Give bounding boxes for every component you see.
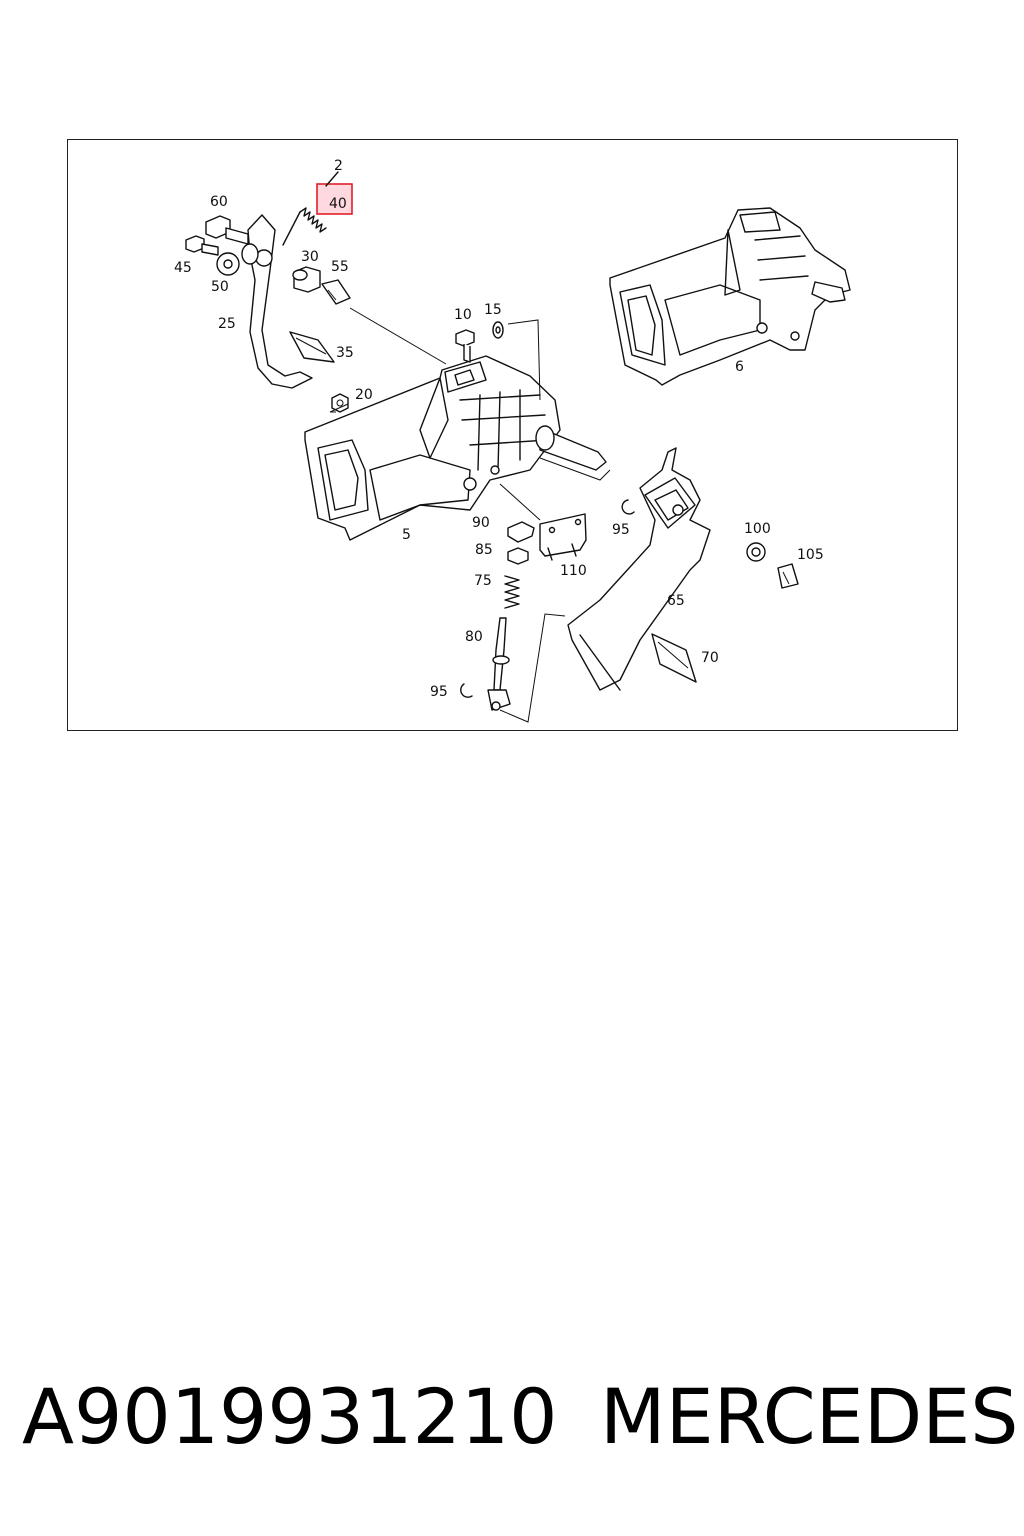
label-5: 5 [402, 527, 411, 543]
clip-95-lower [460, 683, 473, 698]
callout-labels: 2 40 60 45 50 30 55 25 35 10 15 20 5 6 9… [174, 158, 824, 700]
label-2: 2 [334, 158, 343, 174]
clip-90 [507, 521, 535, 543]
brand-name: MERCEDES [600, 1372, 1019, 1461]
label-95-upper: 95 [612, 522, 630, 538]
label-100: 100 [744, 521, 771, 537]
washer-100 [746, 542, 766, 562]
washer-50 [216, 252, 240, 276]
label-20: 20 [355, 387, 373, 403]
bolt-10 [455, 329, 475, 363]
label-25: 25 [218, 316, 236, 332]
part-number: A9019931210 [22, 1372, 558, 1461]
label-105: 105 [797, 547, 824, 563]
label-55: 55 [331, 259, 349, 275]
label-35: 35 [336, 345, 354, 361]
spring-75 [504, 575, 520, 609]
upper-pedal-lever [241, 214, 313, 389]
label-90: 90 [472, 515, 490, 531]
label-65: 65 [667, 593, 685, 609]
clip-95-upper [621, 499, 635, 515]
bracket-5 [304, 355, 561, 541]
bushing-30 [292, 266, 321, 293]
label-85: 85 [475, 542, 493, 558]
bracket-6 [609, 207, 851, 386]
label-95-lower: 95 [430, 684, 448, 700]
bolt-60 [205, 215, 249, 245]
label-10: 10 [454, 307, 472, 323]
label-110: 110 [560, 563, 587, 579]
nut-20 [331, 393, 349, 413]
label-75: 75 [474, 573, 492, 589]
label-15: 15 [484, 302, 502, 318]
pedal-pad-70 [651, 633, 697, 683]
label-60: 60 [210, 194, 228, 210]
label-80: 80 [465, 629, 483, 645]
footer-caption: A9019931210 MERCEDES [22, 1372, 1018, 1482]
lower-pedal-lever [567, 447, 711, 691]
pedal-pad-35 [289, 331, 335, 363]
leader-lines [329, 307, 611, 723]
push-rod-80 [487, 617, 511, 711]
label-30: 30 [301, 249, 319, 265]
clip-55 [321, 279, 351, 305]
label-45: 45 [174, 260, 192, 276]
label-6: 6 [735, 359, 744, 375]
label-40: 40 [329, 196, 347, 212]
clip-105 [777, 563, 799, 589]
washer-15 [492, 321, 504, 339]
highlight-box [316, 183, 353, 215]
spring-part [282, 171, 339, 246]
bracket-110 [539, 513, 587, 561]
bolt-45 [185, 235, 219, 256]
cap-85 [507, 547, 529, 565]
pivot-shaft [535, 425, 607, 471]
label-50: 50 [211, 279, 229, 295]
label-70: 70 [701, 650, 719, 666]
